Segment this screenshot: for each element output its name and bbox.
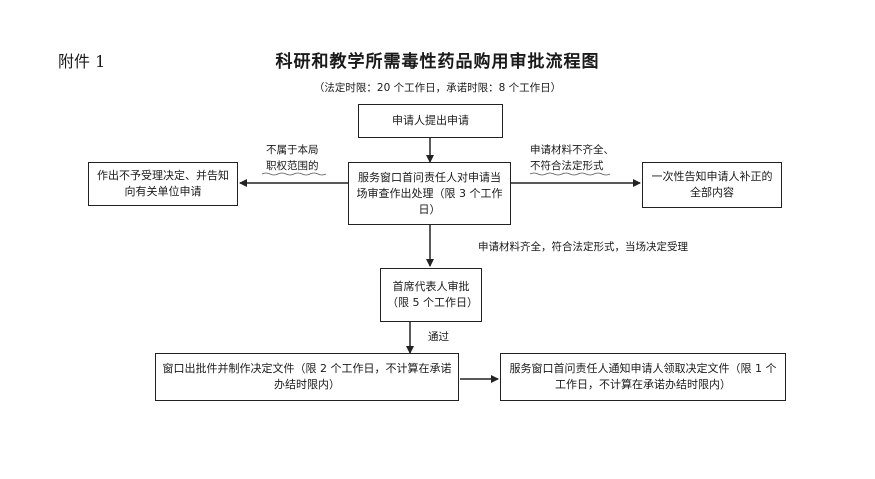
label-incomplete-2: 不符合法定形式 <box>530 160 604 172</box>
node-issue: 窗口出批件并制作决定文件（限 2 个工作日，不计算在承诺办结时限内） <box>155 353 459 401</box>
page-subtitle: （法定时限：20 个工作日，承诺时限：8 个工作日） <box>313 82 562 94</box>
node-reject: 作出不予受理决定、并告知向有关单位申请 <box>88 162 238 206</box>
label-out-of-scope-2: 职权范围的 <box>266 160 319 172</box>
label-accepted: 申请材料齐全，符合法定形式，当场决定受理 <box>478 241 688 253</box>
node-apply: 申请人提出申请 <box>358 104 503 138</box>
underline-form <box>529 172 611 176</box>
attachment-label: 附件 1 <box>58 52 106 71</box>
node-approve: 首席代表人审批（限 5 个工作日） <box>380 268 482 322</box>
label-passed: 通过 <box>428 331 449 343</box>
underline-scope <box>261 172 327 176</box>
node-supplement: 一次性告知申请人补正的全部内容 <box>642 162 782 208</box>
label-incomplete-1: 申请材料不齐全、 <box>530 144 614 156</box>
node-notify: 服务窗口首问责任人通知申请人领取决定文件（限 1 个工作日，不计算在承诺办结时限… <box>500 353 786 401</box>
node-review: 服务窗口首问责任人对申请当场审查作出处理（限 3 个工作日） <box>348 162 511 225</box>
page-title: 科研和教学所需毒性药品购用审批流程图 <box>275 52 600 72</box>
label-out-of-scope-1: 不属于本局 <box>266 144 319 156</box>
